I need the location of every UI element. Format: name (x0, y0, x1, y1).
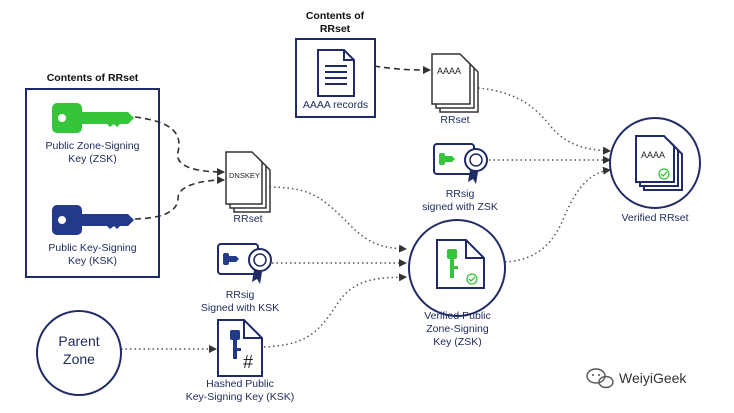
aaaa-rrset-label: RRset (440, 114, 470, 126)
ksk-label-line2: Key (KSK) (67, 255, 117, 267)
verified-zsk-circle (408, 219, 506, 317)
parent-zone-circle (36, 310, 122, 396)
dnskey-rrset-stack-icon: DNSKEY (225, 151, 271, 213)
zsk-label-line1: Public Zone-Signing (45, 140, 140, 152)
verified-zsk-label-line1: Verified Public (424, 310, 491, 322)
dnskey-rrset-label: RRset (233, 213, 263, 225)
aaaa-records-label: AAAA records (302, 99, 369, 111)
rrsig-ksk-label-line1: RRsig (225, 289, 255, 301)
contents-top-title-line2: RRset (319, 23, 351, 35)
rrsig-zsk-label-line2: signed with ZSK (422, 201, 498, 213)
hashed-ksk-to-verified-zsk-flow (263, 273, 407, 348)
aaaa-rrset-to-verified-rrset-flow (477, 87, 611, 155)
watermark-text: WeiyiGeek (619, 370, 687, 386)
wechat-logo-icon (586, 368, 614, 389)
aaaa-records-to-rrset-arrow (373, 65, 431, 74)
verified-rrset-circle (609, 117, 701, 209)
hashed-ksk-document-icon: # (217, 319, 263, 377)
verified-rrset-label: Verified RRset (621, 212, 689, 224)
hashed-ksk-label-line1: Hashed Public (206, 378, 274, 390)
rrsig-ksk-certificate-icon (217, 243, 272, 284)
ksk-key-icon (52, 205, 134, 235)
svg-text:#: # (243, 352, 253, 372)
dnskey-rrset-doc-text: DNSKEY (229, 171, 260, 180)
zsk-key-icon (52, 103, 134, 133)
ksk-label-line1: Public Key-Signing (48, 242, 137, 254)
aaaa-rrset-doc-text: AAAA (437, 66, 461, 76)
contents-of-rrset-top-box (295, 38, 376, 118)
rrsig-zsk-label-line1: RRsig (445, 188, 475, 200)
zsk-label-line2: Key (ZSK) (68, 153, 117, 165)
rrsig-zsk-certificate-icon (433, 143, 488, 184)
parent-zone-label-line1: Parent (58, 333, 100, 349)
aaaa-records-document-icon (317, 49, 355, 97)
verified-zsk-label-line3: Key (ZSK) (433, 336, 482, 348)
aaaa-rrset-stack-icon: AAAA (431, 53, 479, 113)
dnskey-to-verified-zsk-flow (264, 186, 407, 253)
contents-top-title-line1: Contents of (305, 10, 365, 22)
hashed-ksk-label-line2: Key-Signing Key (KSK) (185, 391, 295, 403)
zsk-to-dnskey-arrow (134, 116, 225, 176)
rrsig-ksk-label-line2: Signed with KSK (200, 302, 280, 314)
verified-zsk-label-line2: Zone-Signing (426, 323, 489, 335)
contents-of-rrset-left-box (25, 88, 160, 278)
contents-left-title: Contents of RRset (46, 72, 139, 84)
verified-zsk-to-verified-rrset-flow (504, 166, 611, 263)
parent-zone-label-line2: Zone (63, 351, 95, 367)
